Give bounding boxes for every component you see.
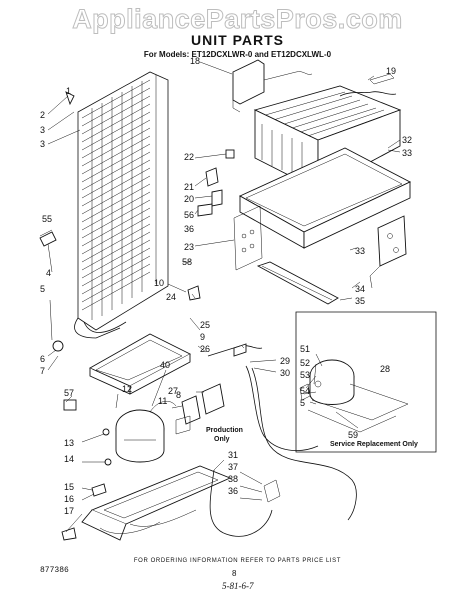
callout-n17: 17 xyxy=(64,506,74,516)
callout-n4: 4 xyxy=(46,268,51,278)
callout-n14: 14 xyxy=(64,454,74,464)
callout-n28: 28 xyxy=(380,364,390,374)
callout-n15: 15 xyxy=(64,482,74,492)
callout-numbers: 1 2 3 3 18 19 32 33 22 21 20 56 23 58 55… xyxy=(40,56,412,516)
callout-n52: 52 xyxy=(300,358,310,368)
drain-pan xyxy=(233,147,412,271)
callout-n18: 18 xyxy=(190,56,200,66)
callout-n30: 30 xyxy=(280,368,290,378)
callout-n55: 55 xyxy=(42,214,52,224)
callout-n12: 12 xyxy=(122,384,132,394)
leader-lines xyxy=(39,61,401,533)
callout-n58: 58 xyxy=(182,257,192,267)
callout-n10: 10 xyxy=(154,278,164,288)
production-label-2: Only xyxy=(214,436,230,443)
callout-n38: 38 xyxy=(228,474,238,484)
callout-n36b: 36 xyxy=(228,486,238,496)
callout-n37: 37 xyxy=(228,462,238,472)
part-18-bracket xyxy=(232,59,313,113)
relay-parts xyxy=(175,383,225,435)
production-label-1: Production xyxy=(206,427,243,434)
callout-n5: 5 xyxy=(40,284,45,294)
page-title: UNIT PARTS xyxy=(191,32,284,48)
callout-n51: 51 xyxy=(300,344,310,354)
callout-n20: 20 xyxy=(184,194,194,204)
callout-n13: 13 xyxy=(64,438,74,448)
callout-n24: 24 xyxy=(166,292,176,302)
callout-n35: 35 xyxy=(355,296,365,306)
callout-n2: 2 xyxy=(40,110,45,120)
loose-parts xyxy=(39,91,247,541)
watermark: AppliancePartsPros.com xyxy=(72,4,403,35)
callout-n23: 23 xyxy=(184,242,194,252)
callout-n3b: 3 xyxy=(40,139,45,149)
callout-n21: 21 xyxy=(184,182,194,192)
thermostat-clips xyxy=(197,149,235,217)
callout-n5b: 5 xyxy=(300,398,305,408)
base-plate xyxy=(81,465,232,541)
callout-n31: 31 xyxy=(228,450,238,460)
doc-number: 877386 xyxy=(40,566,69,575)
heater-strip xyxy=(256,261,339,305)
models-line: For Models: ET12DCXLWR-0 and ET12DCXLWL-… xyxy=(143,50,332,59)
callout-n56: 56 xyxy=(184,210,194,220)
callout-n11: 11 xyxy=(158,396,167,406)
callout-n26: 26 xyxy=(200,344,210,354)
callout-n59: 59 xyxy=(348,430,358,440)
compressor xyxy=(115,400,177,463)
callout-n57: 57 xyxy=(64,388,74,398)
callout-n40: 40 xyxy=(160,360,170,370)
callout-n8: 8 xyxy=(176,390,181,400)
callout-n27: 27 xyxy=(168,386,178,396)
callout-n9: 9 xyxy=(200,332,205,342)
callout-n22: 22 xyxy=(184,152,194,162)
callout-n1: 1 xyxy=(66,86,71,96)
callout-n29: 29 xyxy=(280,356,290,366)
fan-bracket xyxy=(369,215,407,289)
callout-n3: 3 xyxy=(40,125,45,135)
callout-n6: 6 xyxy=(40,354,45,364)
date-stamp: 5-81-6-7 xyxy=(222,581,254,591)
callout-n34: 34 xyxy=(355,284,365,294)
condenser-coil xyxy=(74,71,169,339)
callout-n33b: 33 xyxy=(355,246,365,256)
callout-n54: 54 xyxy=(300,386,310,396)
ordering-info: FOR ORDERING INFORMATION REFER TO PARTS … xyxy=(133,558,342,564)
callout-n7: 7 xyxy=(40,366,45,376)
callout-n53: 53 xyxy=(300,370,310,380)
service-label: Service Replacement Only xyxy=(330,441,418,448)
callout-n16: 16 xyxy=(64,494,74,504)
callout-n25: 25 xyxy=(200,320,210,330)
drain-trough xyxy=(89,333,191,395)
callout-n32: 32 xyxy=(402,135,412,145)
callout-n36a: 36 xyxy=(184,224,194,234)
service-box xyxy=(295,311,437,453)
callout-n19: 19 xyxy=(386,66,396,76)
page-number: 8 xyxy=(232,569,237,578)
callout-n33a: 33 xyxy=(402,148,412,158)
